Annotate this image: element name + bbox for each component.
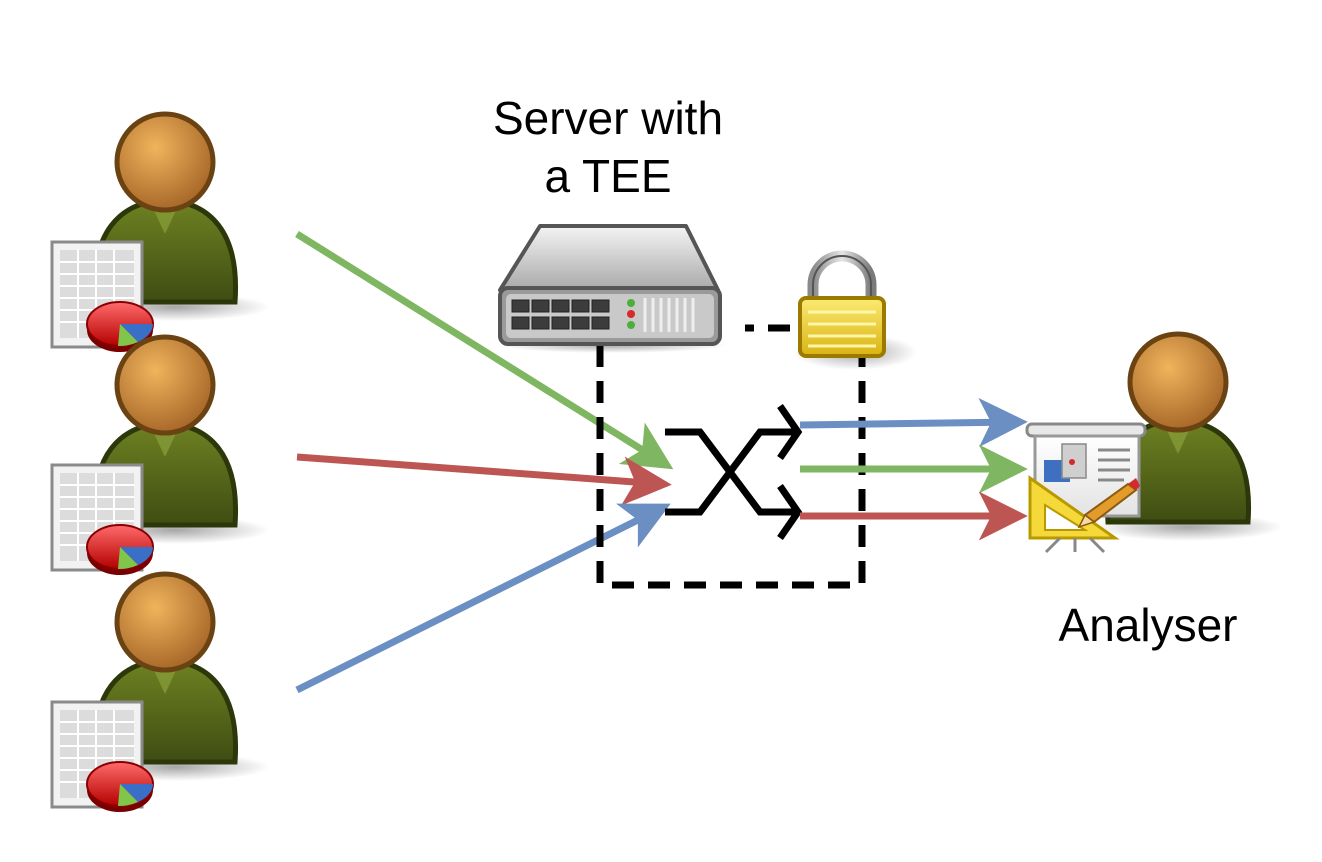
analyser-label: Analyser <box>1059 599 1238 651</box>
spreadsheet-icon <box>50 700 155 814</box>
spreadsheet-icon <box>50 240 155 354</box>
server-label-line-1: Server with <box>493 92 723 144</box>
input-flow-green <box>295 231 674 470</box>
server-icon <box>497 224 727 353</box>
server-label-line-2: a TEE <box>545 150 672 202</box>
data-owner-1 <box>50 114 270 354</box>
output-flow-1 <box>799 398 1028 448</box>
presentation-icon <box>1025 422 1147 554</box>
analyser <box>1025 334 1283 554</box>
spreadsheet-icon <box>50 463 155 577</box>
padlock-icon <box>793 250 917 370</box>
input-flow-red <box>296 453 672 506</box>
input-flow-blue <box>295 503 671 694</box>
data-owner-2 <box>50 337 270 577</box>
shuffle-icon <box>665 404 803 540</box>
data-owner-3 <box>50 574 270 814</box>
